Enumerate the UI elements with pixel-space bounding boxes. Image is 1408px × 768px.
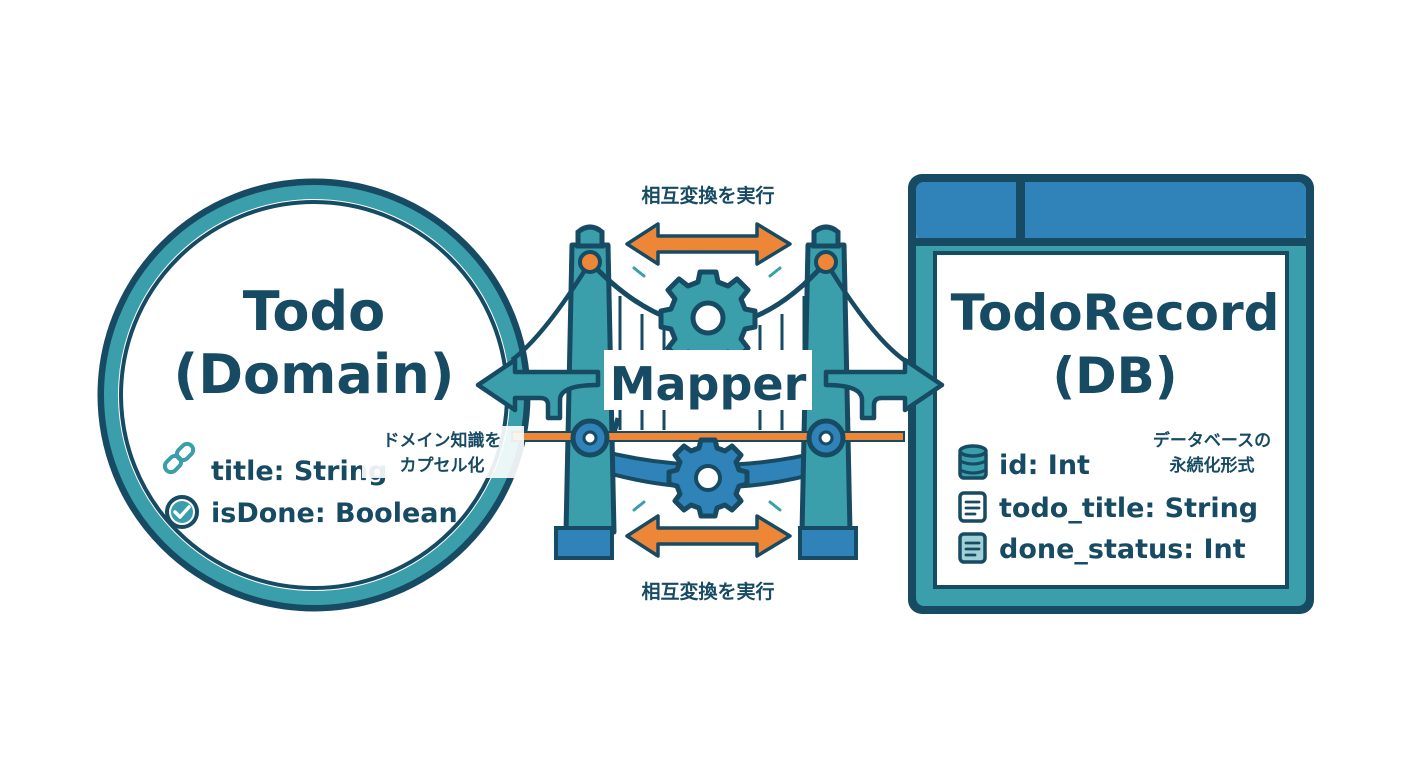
mapper-bridge [510,224,906,560]
db-field-todo-title: todo_title: String [999,493,1258,524]
gear-icon [666,437,750,519]
database-icon [958,444,988,480]
db-note-line1: データベースの [1153,430,1271,451]
domain-note-bg [362,426,524,478]
db-subtitle: (DB) [1052,347,1177,405]
mapper-top-caption: 相互変換を実行 [641,184,774,207]
double-arrow-icon [625,500,792,558]
mapper-label: Mapper [610,357,807,411]
domain-entity-circle [97,178,531,612]
db-field-done-status: done_status: Int [999,534,1246,565]
domain-field-title: title: String [211,456,387,487]
domain-note-line2: カプセル化 [400,455,485,476]
domain-note-line1: ドメイン知識を [383,430,502,451]
double-arrow-icon [625,222,792,278]
mapper-label-bg [604,350,812,410]
domain-title: Todo [243,280,386,343]
left-arrow-icon [475,357,601,421]
right-arrow-icon [823,357,945,421]
db-record-window [908,174,1314,614]
domain-field-isdone: isDone: Boolean [211,498,458,529]
domain-subtitle: (Domain) [174,343,455,406]
db-note-line2: 永続化形式 [1169,455,1255,476]
db-field-id: id: Int [999,450,1090,481]
mapper-bottom-caption: 相互変換を実行 [641,580,774,603]
link-icon [162,441,196,475]
db-title: TodoRecord [951,284,1280,342]
check-circle-icon [165,495,199,529]
document-icon [958,491,987,523]
document-filled-icon [958,532,987,564]
